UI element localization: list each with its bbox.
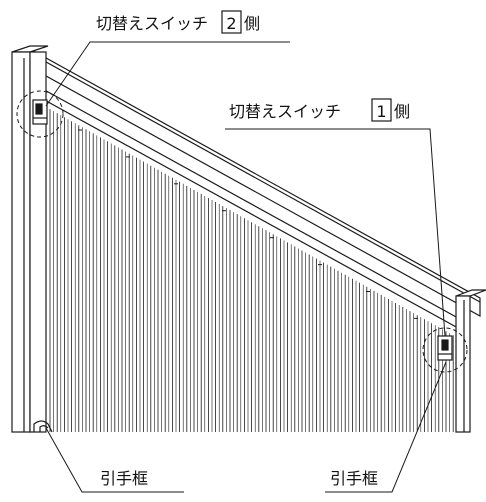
switch-2-icon — [32, 99, 48, 125]
label-switch-side-2: 切替えスイッチ 2 側 — [96, 10, 260, 34]
label-pull-frame-left: 引手框 — [100, 469, 148, 488]
leader-pull-frame-left — [45, 427, 184, 493]
leader-lines — [45, 41, 447, 493]
label-switch-side-1: 切替えスイッチ 1 側 — [229, 98, 410, 122]
right-post — [455, 289, 486, 433]
number-box — [371, 98, 392, 122]
pleated-screen — [48, 106, 458, 432]
label-switch-2-prefix: 切替えスイッチ — [96, 14, 208, 33]
left-post — [11, 45, 49, 433]
label-pull-frame-right: 引手框 — [330, 469, 378, 488]
pull-frame-left-detail — [33, 420, 53, 433]
switch-1-icon — [437, 335, 453, 361]
pleat-cross-marks — [78, 129, 418, 319]
leader-switch-1 — [225, 128, 446, 337]
label-switch-2-number: 2 — [226, 14, 236, 33]
pleat-lines — [49, 109, 458, 432]
label-switch-1-suffix: 側 — [394, 102, 410, 121]
switch-side-2-detail — [16, 90, 64, 138]
leader-switch-2 — [45, 41, 290, 107]
label-switch-1-prefix: 切替えスイッチ — [229, 102, 341, 121]
leader-pull-frame-right — [325, 361, 447, 493]
sloped-top-rail — [27, 46, 481, 329]
number-box — [221, 10, 242, 34]
switch-side-1-detail — [422, 327, 468, 373]
label-switch-1-number: 1 — [376, 102, 386, 121]
label-switch-2-suffix: 側 — [244, 14, 260, 33]
